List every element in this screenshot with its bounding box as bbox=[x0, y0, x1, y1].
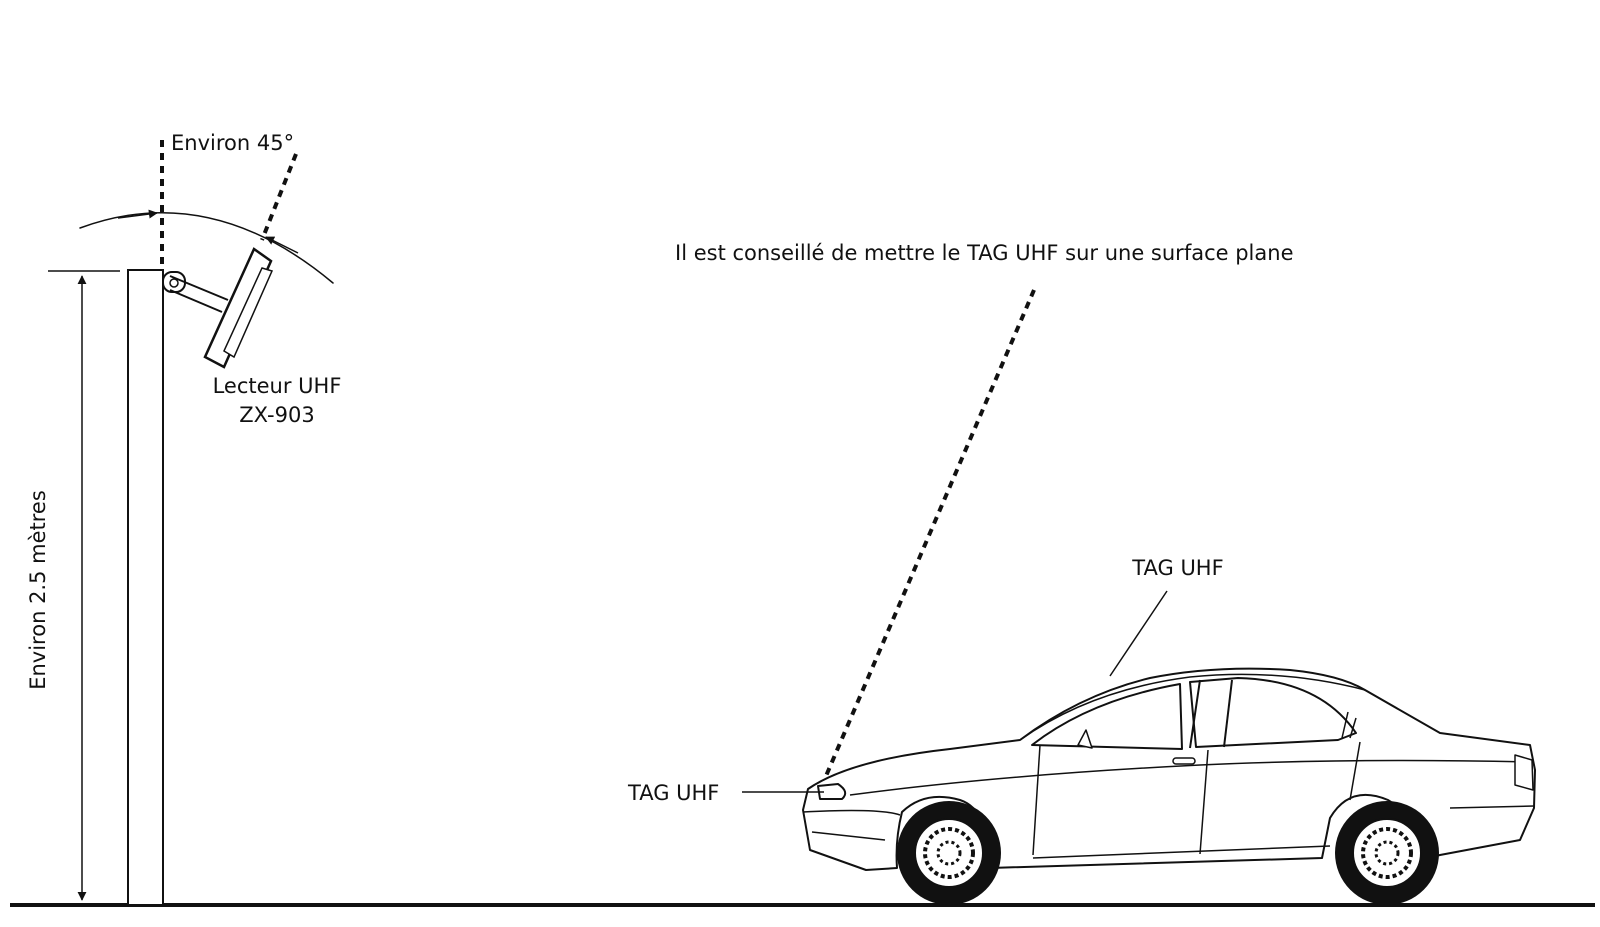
car-illustration bbox=[802, 667, 1536, 905]
angle-arc bbox=[79, 212, 334, 284]
roof-tag-label: TAG UHF bbox=[1131, 556, 1223, 580]
height-label: Environ 2.5 mètres bbox=[26, 490, 50, 690]
mounting-pole bbox=[127, 269, 164, 906]
angle-arrow-right bbox=[265, 236, 299, 254]
roof-tag-leader bbox=[1109, 590, 1168, 677]
tilt-reference-line bbox=[260, 153, 298, 241]
angle-arrow-left bbox=[117, 209, 158, 219]
height-dimension bbox=[48, 270, 120, 901]
front-tag-label: TAG UHF bbox=[627, 781, 719, 805]
reader-label-line1: Lecteur UHF bbox=[213, 374, 342, 398]
read-beam-line bbox=[824, 289, 1036, 777]
angle-label: Environ 45° bbox=[171, 131, 294, 155]
placement-note: Il est conseillé de mettre le TAG UHF su… bbox=[675, 241, 1294, 265]
uhf-reader bbox=[162, 247, 274, 369]
reader-label-line2: ZX-903 bbox=[239, 403, 314, 427]
